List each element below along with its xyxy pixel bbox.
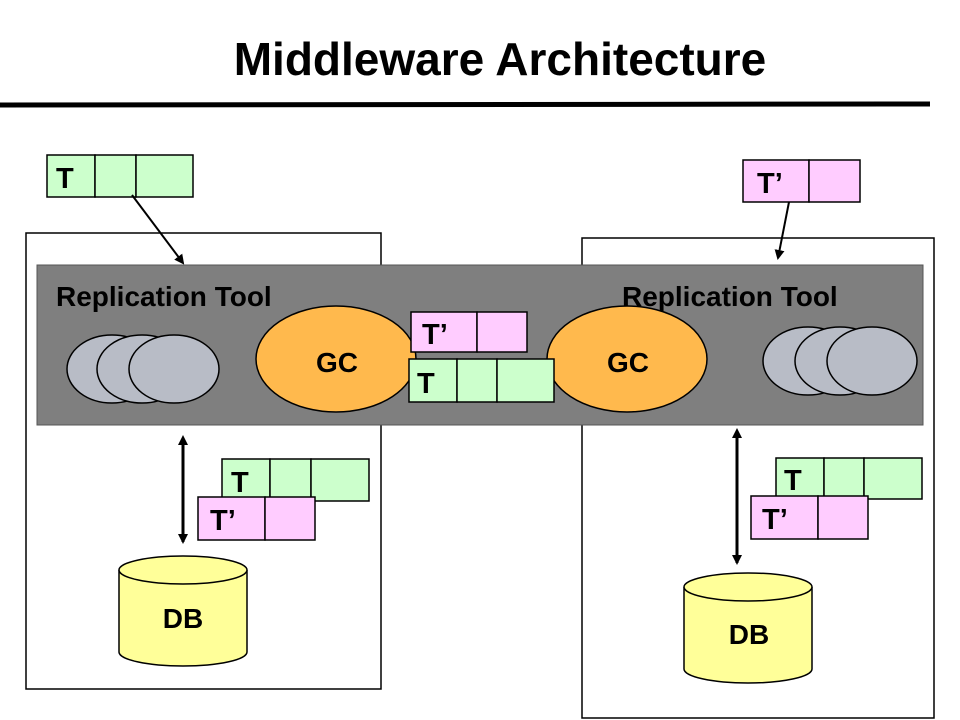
replica-group-left	[66, 334, 220, 404]
transaction-label: T	[784, 465, 802, 497]
db-left: DB	[118, 555, 248, 667]
db-left-label: DB	[163, 603, 203, 634]
gc-left-label: GC	[316, 347, 358, 378]
replica-node	[826, 326, 918, 396]
transaction-label: T’	[422, 319, 448, 351]
transaction-label: T’	[757, 168, 783, 200]
replica-node	[128, 334, 220, 404]
right-site-box	[581, 237, 935, 719]
transaction-label: T	[231, 467, 249, 499]
transaction-tprime-middle: T’	[410, 311, 528, 353]
replication-tool-right-label: Replication Tool	[622, 281, 838, 312]
transaction-tprime-left-lower: T’	[197, 496, 316, 541]
transaction-t-right-lower: T	[775, 457, 923, 500]
transaction-t-top-left: T	[46, 154, 194, 198]
gc-right-label: GC	[607, 347, 649, 378]
replica-group-right	[762, 326, 918, 396]
transaction-label: T’	[210, 505, 236, 537]
left-site-box	[25, 232, 382, 690]
replication-tool-left-label: Replication Tool	[56, 281, 272, 312]
db-right: DB	[683, 572, 813, 684]
transaction-tprime-right-lower: T’	[750, 495, 869, 540]
transaction-label: T	[56, 163, 74, 195]
arrow-tprime-to-right-tool	[774, 201, 790, 260]
transaction-t-middle: T	[408, 358, 555, 403]
arrow-t-to-left-tool	[131, 194, 185, 265]
page-title: Middleware Architecture	[234, 33, 767, 85]
title-underline	[0, 101, 931, 108]
transaction-label: T’	[762, 504, 788, 536]
transaction-label: T	[417, 368, 435, 400]
transaction-t-left-lower: T	[221, 458, 370, 502]
transaction-tprime-top-right: T’	[742, 159, 861, 203]
db-right-label: DB	[729, 619, 769, 650]
